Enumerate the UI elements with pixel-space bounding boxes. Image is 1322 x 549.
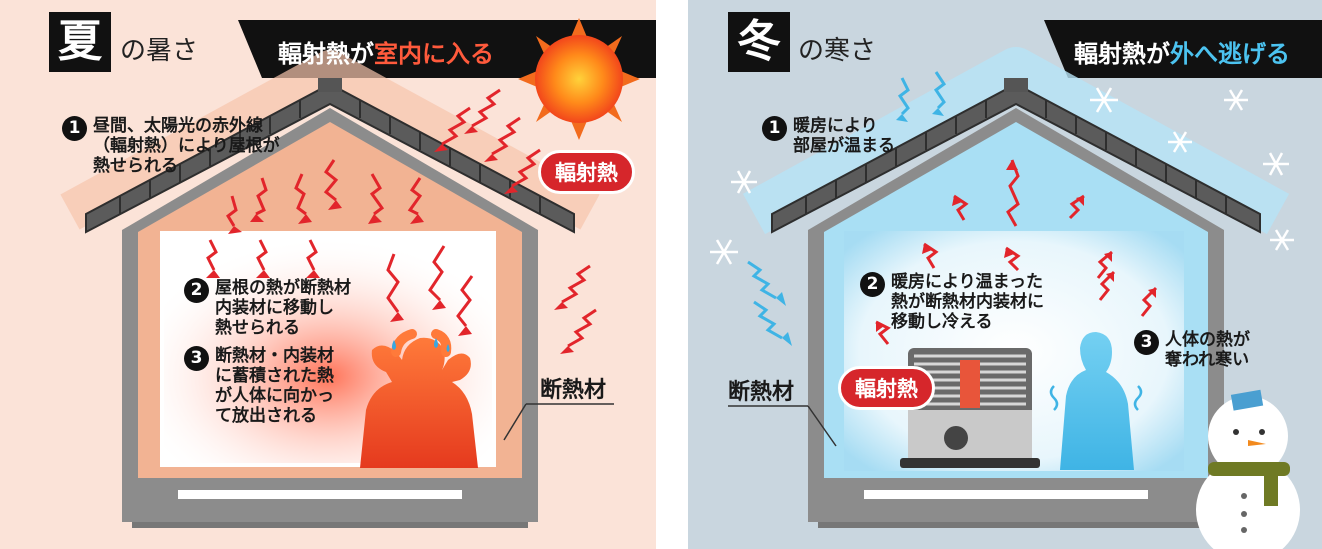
summer-step-2: 2 屋根の熱が断熱材 内装材に移動し 熱せられる bbox=[184, 278, 351, 338]
summer-banner-highlight: 室内に入る bbox=[374, 40, 494, 68]
winter-insulation-label: 断熱材 bbox=[728, 380, 795, 405]
winter-panel: 冬 の寒さ 輻射熱が外へ逃げる 1 暖房により 部屋が温まる 2 暖房により温ま… bbox=[688, 0, 1322, 549]
step-number: 3 bbox=[184, 346, 209, 371]
step-number: 2 bbox=[860, 272, 885, 297]
step-number: 1 bbox=[762, 116, 787, 141]
step-line: て放出される bbox=[215, 406, 317, 427]
step-line: 熱せられる bbox=[215, 318, 300, 339]
step-line: 昼間、太陽光の赤外線 bbox=[93, 116, 263, 136]
winter-subtitle: の寒さ bbox=[798, 36, 877, 66]
sun-icon bbox=[518, 18, 640, 140]
summer-insulation-label: 断熱材 bbox=[540, 378, 607, 403]
step-line: が人体に向かっ bbox=[215, 386, 334, 407]
step-line: 部屋が温まる bbox=[793, 136, 895, 157]
step-line: 内装材に移動し bbox=[215, 298, 334, 319]
summer-illustration bbox=[0, 0, 656, 549]
winter-step-1: 1 暖房により 部屋が温まる bbox=[762, 116, 895, 156]
cold-person-figure bbox=[1060, 332, 1134, 470]
winter-radiant-badge: 輻射熱 bbox=[838, 366, 935, 410]
winter-banner-prefix: 輻射熱が bbox=[1074, 40, 1170, 68]
summer-subtitle: の暑さ bbox=[120, 36, 199, 66]
summer-panel: 夏 の暑さ 輻射熱が室内に入る 輻射熱 1 昼間、太陽光の赤外線 （輻射熱）によ… bbox=[0, 0, 656, 549]
winter-season-label: 冬 bbox=[728, 12, 790, 72]
snowflake-icon bbox=[710, 87, 1294, 265]
summer-season-label: 夏 bbox=[49, 12, 111, 72]
step-number: 2 bbox=[184, 278, 209, 303]
winter-banner: 輻射熱が外へ逃げる bbox=[1074, 34, 1290, 69]
summer-banner-prefix: 輻射熱が bbox=[278, 40, 374, 68]
winter-step-3: 3 人体の熱が 奪われ寒い bbox=[1134, 330, 1250, 370]
step-number: 3 bbox=[1134, 330, 1159, 355]
snowman-icon bbox=[1196, 389, 1300, 549]
step-line: 屋根の熱が断熱材 bbox=[215, 278, 351, 298]
step-line: 奪われ寒い bbox=[1165, 350, 1250, 371]
winter-step-2: 2 暖房により温まった 熱が断熱材内装材に 移動し冷える bbox=[860, 272, 1044, 332]
step-line: 人体の熱が bbox=[1165, 330, 1250, 350]
summer-step-1: 1 昼間、太陽光の赤外線 （輻射熱）により屋根が 熱せられる bbox=[62, 116, 280, 176]
step-line: 暖房により温まった bbox=[891, 272, 1043, 292]
summer-banner: 輻射熱が室内に入る bbox=[278, 34, 494, 69]
summer-radiant-badge: 輻射熱 bbox=[538, 150, 635, 194]
summer-step-3: 3 断熱材・内装材 に蓄積された熱 が人体に向かっ て放出される bbox=[184, 346, 334, 426]
step-line: 移動し冷える bbox=[891, 312, 993, 333]
step-line: （輻射熱）により屋根が bbox=[93, 136, 280, 157]
winter-banner-highlight: 外へ逃げる bbox=[1170, 40, 1290, 68]
winter-illustration bbox=[688, 0, 1322, 549]
hot-person-figure bbox=[360, 329, 478, 468]
step-line: に蓄積された熱 bbox=[215, 366, 334, 387]
step-line: 断熱材・内装材 bbox=[215, 346, 334, 366]
step-line: 熱が断熱材内装材に bbox=[891, 292, 1044, 313]
step-number: 1 bbox=[62, 116, 87, 141]
step-line: 熱せられる bbox=[93, 156, 178, 177]
step-line: 暖房により bbox=[793, 116, 878, 136]
